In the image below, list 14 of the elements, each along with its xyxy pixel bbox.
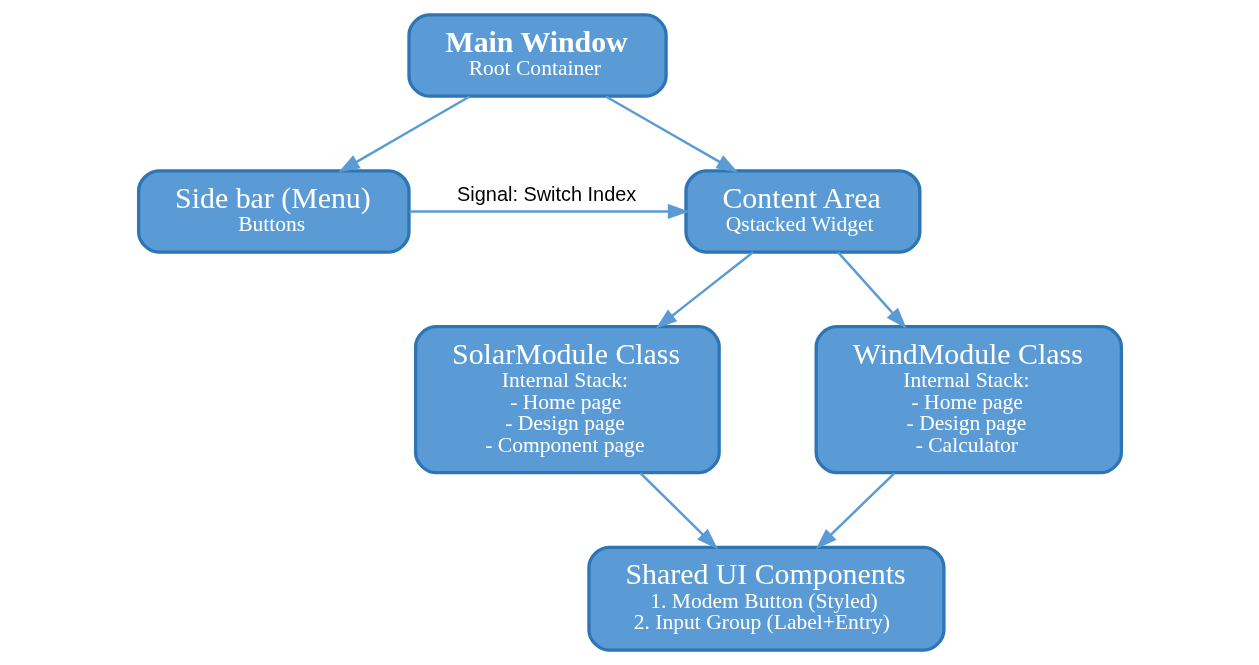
arrow [815, 472, 895, 550]
edge-label: Signal: Switch Index [456, 182, 636, 205]
arrow [836, 251, 907, 329]
node-box: Shared UI Components 1. Modem Button (Styled) 2. Input Group (Label+Entry) [586, 545, 946, 652]
arrow [408, 203, 689, 219]
arrow [604, 95, 738, 173]
arrow [337, 95, 470, 173]
node-box: Side bar (Menu) Buttons [136, 169, 411, 254]
arrow [655, 251, 754, 329]
node-box: WindModule Class Internal Stack: - Home page - Design page - Calculator [814, 325, 1123, 475]
node-box: Content Area Qstacked Widget [683, 169, 921, 254]
node-box: Main Window Root Container [406, 13, 668, 98]
arrow [639, 472, 718, 550]
node-box: SolarModule Class Internal Stack: - Home page - Design page - Component page [413, 325, 721, 475]
